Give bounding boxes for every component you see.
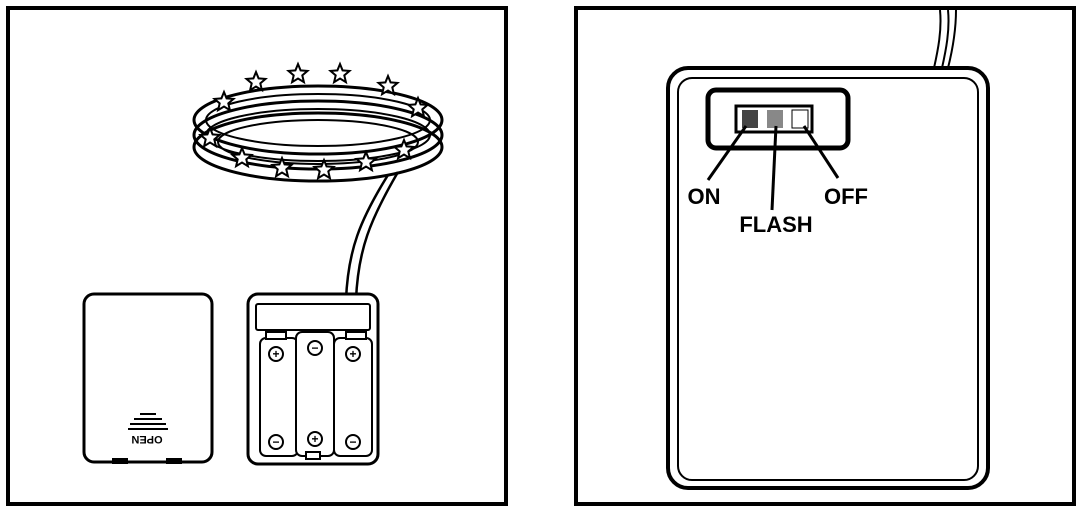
star-icon bbox=[392, 137, 416, 161]
battery-box bbox=[246, 292, 380, 466]
label-flash: FLASH bbox=[739, 212, 812, 237]
star-icon bbox=[354, 149, 378, 173]
label-off: OFF bbox=[824, 184, 868, 209]
battery-terminals bbox=[268, 340, 361, 450]
star-icon bbox=[406, 95, 430, 119]
terminal-sign: − bbox=[311, 341, 318, 355]
switch-slot-off bbox=[791, 109, 809, 129]
star-icon bbox=[286, 61, 310, 85]
terminal-sign: + bbox=[349, 347, 356, 361]
led-ring bbox=[192, 84, 444, 183]
leader-lines bbox=[706, 125, 840, 211]
star-icon bbox=[198, 125, 222, 149]
battery-box-back bbox=[666, 66, 990, 490]
right-illustration: ON FLASH OFF bbox=[666, 10, 990, 490]
star-icon bbox=[212, 89, 236, 113]
battery-cover: OPEN bbox=[82, 292, 214, 464]
terminal-sign: + bbox=[272, 347, 279, 361]
switch-slot-on bbox=[742, 110, 758, 128]
left-illustration: OPEN + − + − + − bbox=[82, 61, 444, 466]
grip-lines bbox=[128, 413, 168, 430]
star-icon bbox=[328, 61, 352, 85]
star-icon bbox=[244, 69, 268, 93]
star-icon bbox=[376, 73, 400, 97]
cable bbox=[344, 171, 400, 301]
panel-switch-detail: ON FLASH OFF bbox=[574, 6, 1076, 506]
open-label: OPEN bbox=[131, 433, 162, 445]
terminal-sign: + bbox=[311, 432, 318, 446]
switch-slot-flash bbox=[767, 110, 783, 128]
slide-switch bbox=[705, 87, 851, 151]
star-icon bbox=[312, 157, 336, 181]
star-icon bbox=[230, 145, 254, 169]
star-icon bbox=[270, 155, 294, 179]
label-on: ON bbox=[688, 184, 721, 209]
terminal-sign: − bbox=[272, 435, 279, 449]
led-stars bbox=[198, 61, 430, 181]
terminal-signs: + − + − + − bbox=[272, 341, 356, 449]
cable bbox=[933, 10, 957, 69]
terminal-sign: − bbox=[349, 435, 356, 449]
panel-light-strip-and-battery-box: OPEN + − + − + − bbox=[6, 6, 508, 506]
